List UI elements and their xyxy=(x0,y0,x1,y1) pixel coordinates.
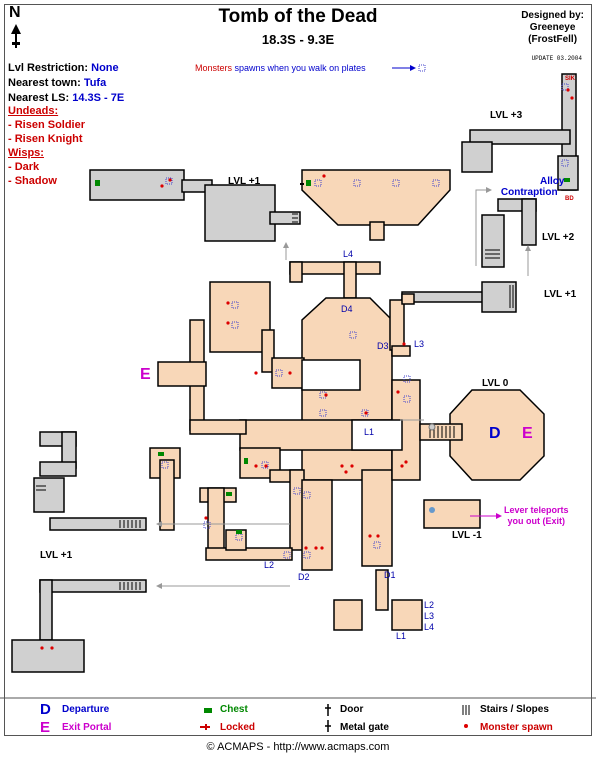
update-date: UPDATE 03.2004 xyxy=(531,55,582,62)
legend-monster-spawn: Monster spawn xyxy=(480,722,553,733)
area-lvl-plus1-left xyxy=(11,431,147,673)
info-ls: Nearest LS: 14.3S - 7E xyxy=(8,92,124,105)
credit-line: (FrostFell) xyxy=(528,34,578,45)
legend-exit: Exit Portal xyxy=(62,722,112,733)
level-connector-arrows xyxy=(160,189,529,587)
north-arrow-icon xyxy=(11,24,21,48)
legend-departure: Departure xyxy=(62,704,110,715)
plate-icon xyxy=(418,64,426,72)
legend-metal-gate: Metal gate xyxy=(340,722,389,733)
door-label: D4 xyxy=(341,304,353,314)
town-label: Nearest town: xyxy=(8,77,81,89)
credit-line: Greeneye xyxy=(529,22,576,33)
map-coordinates: 18.3S - 9.3E xyxy=(261,32,335,47)
ls-value: 14.3S - 7E xyxy=(72,92,125,104)
level-label: LVL +1 xyxy=(228,176,261,187)
undead-item: - Risen Knight xyxy=(8,133,83,145)
wisp-item: - Shadow xyxy=(8,175,57,187)
bd-label: BD xyxy=(565,196,574,202)
alloy-contraption-label: Alloy Contraption xyxy=(501,176,565,198)
key-label: L1 xyxy=(396,631,407,641)
stairs-icon xyxy=(36,213,514,590)
footer-copyright: © ACMAPS - http://www.acmaps.com xyxy=(206,741,390,753)
arrowheads-icon xyxy=(156,187,531,589)
area-lvl-0-main xyxy=(149,169,451,631)
legend-icons xyxy=(0,697,596,732)
lever-icon xyxy=(429,507,435,513)
level-label: LVL +3 xyxy=(490,110,523,121)
area-lvl-plus3 xyxy=(461,73,579,191)
key-label: L2 xyxy=(264,560,275,570)
town-value: Tufa xyxy=(83,77,107,89)
key-label: L3 xyxy=(414,339,425,349)
credit-line: Designed by: xyxy=(521,10,584,21)
legend-stairs: Stairs / Slopes xyxy=(480,704,549,715)
chest-icon xyxy=(95,178,570,534)
key-label: L1 xyxy=(364,427,375,437)
north-letter: N xyxy=(9,4,21,21)
level-label: LVL +1 xyxy=(40,550,73,561)
key-label: L4 xyxy=(343,249,354,259)
area-walkways xyxy=(301,359,403,451)
ls-label: Nearest LS: xyxy=(8,92,70,104)
wisps-heading: Wisps: xyxy=(8,147,44,159)
monster-spawns xyxy=(40,88,574,650)
undead-item: - Risen Soldier xyxy=(8,119,86,131)
info-restriction: Lvl Restriction: None xyxy=(8,62,119,75)
map-frame xyxy=(4,4,592,736)
restriction-label: Lvl Restriction: xyxy=(8,62,89,74)
legend-exit-icon: E xyxy=(40,719,51,736)
level-label: LVL -1 xyxy=(452,530,482,541)
sik-label: SIK xyxy=(565,76,576,82)
legend-door: Door xyxy=(340,704,364,715)
portal-icon xyxy=(428,423,436,431)
note-monsters: Monsters xyxy=(195,63,233,73)
legend-chest: Chest xyxy=(220,704,248,715)
note-rest: spawns when you walk on plates xyxy=(232,63,366,73)
door-label: D2 xyxy=(298,572,310,582)
exit-marker: E xyxy=(140,366,151,383)
lever-arrowhead-icon xyxy=(496,513,502,519)
lever-line: you out (Exit) xyxy=(507,516,566,526)
area-lvl-plus1-right xyxy=(401,281,517,313)
legend-departure-icon: D xyxy=(40,701,51,718)
key-label: L3 xyxy=(424,611,435,621)
key-label: L2 xyxy=(424,600,435,610)
lever-note: Lever teleports you out (Exit) xyxy=(504,505,569,527)
plates-note: Monsters spawns when you walk on plates xyxy=(195,63,366,73)
info-town: Nearest town: Tufa xyxy=(8,77,106,90)
undeads-heading: Undeads: xyxy=(8,105,59,117)
exit-marker: E xyxy=(522,425,533,442)
lever-line: Lever teleports xyxy=(504,505,569,515)
page-title: Tomb of the Dead xyxy=(218,6,378,27)
wisp-item: - Dark xyxy=(8,161,40,173)
level-label: LVL 0 xyxy=(482,378,509,389)
key-label: L4 xyxy=(424,622,435,632)
restriction-value: None xyxy=(91,62,119,74)
alloy-line: Contraption xyxy=(500,187,558,198)
alloy-line: Alloy xyxy=(540,176,565,187)
note-arrowhead-icon xyxy=(410,65,416,71)
level-label: LVL +2 xyxy=(542,232,575,243)
legend-locked: Locked xyxy=(220,722,256,733)
door-label: D3 xyxy=(377,341,389,351)
level-label: LVL +1 xyxy=(544,289,577,300)
departure-marker: D xyxy=(489,425,501,442)
area-lvl-plus1-topleft xyxy=(89,169,301,242)
credits: Designed by: Greeneye (FrostFell) xyxy=(521,10,584,46)
door-label: D1 xyxy=(384,570,396,580)
area-lvl-minus1 xyxy=(423,499,481,529)
